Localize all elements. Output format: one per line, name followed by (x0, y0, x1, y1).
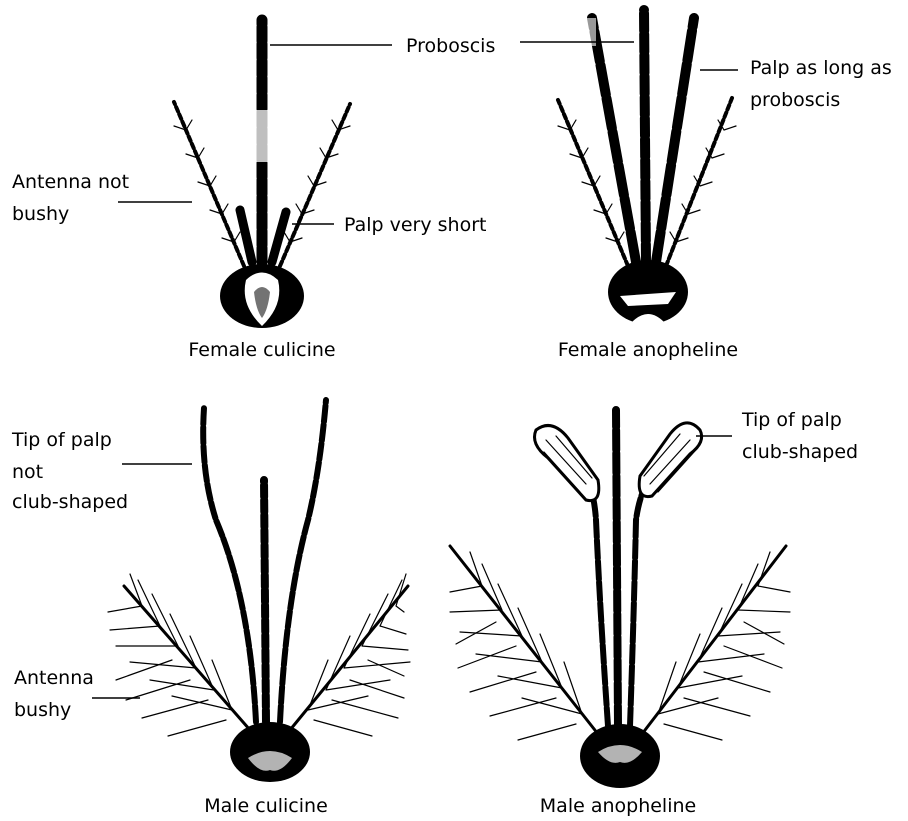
male-anopheline-caption: Male anopheline (540, 795, 696, 817)
male-culicine-right-palp (280, 400, 326, 722)
male-culicine-drawing (108, 400, 410, 782)
female-anopheline-proboscis (644, 10, 646, 262)
palp-as-long-label: Palp as long as proboscis (750, 57, 898, 111)
antenna-not-bushy-label: Antenna not bushy (12, 171, 135, 225)
female-anopheline-left-palp (592, 18, 636, 262)
proboscis-label: Proboscis (406, 35, 495, 57)
female-anopheline-caption: Female anopheline (558, 339, 738, 361)
male-culicine-proboscis (264, 480, 266, 722)
female-anopheline-drawing (558, 10, 736, 330)
antenna-bushy-label: Antenna bushy (14, 667, 100, 721)
male-culicine-antenna-bristles (108, 574, 410, 736)
male-culicine-left-palp (203, 408, 256, 722)
male-anopheline-left-palp (584, 470, 608, 726)
male-anopheline-right-palp (630, 470, 654, 726)
male-anopheline-proboscis (616, 410, 618, 726)
tip-not-club-shaped-label: Tip of palp not club-shaped (11, 429, 128, 513)
female-anopheline-right-palp (656, 18, 694, 262)
female-culicine-drawing (174, 20, 350, 328)
female-culicine-caption: Female culicine (188, 339, 335, 361)
tip-club-shaped-label: Tip of palp club-shaped (741, 409, 858, 463)
palp-very-short-label: Palp very short (344, 214, 486, 236)
female-culicine-left-palp (240, 210, 252, 262)
male-culicine-caption: Male culicine (204, 795, 328, 817)
male-anopheline-right-palp-club (639, 423, 701, 497)
female-culicine-proboscis-pale-band (256, 110, 268, 162)
labels: Proboscis Antenna not bushy Palp very sh… (11, 35, 898, 817)
male-anopheline-drawing (450, 410, 790, 788)
male-anopheline-left-antenna (450, 546, 598, 734)
